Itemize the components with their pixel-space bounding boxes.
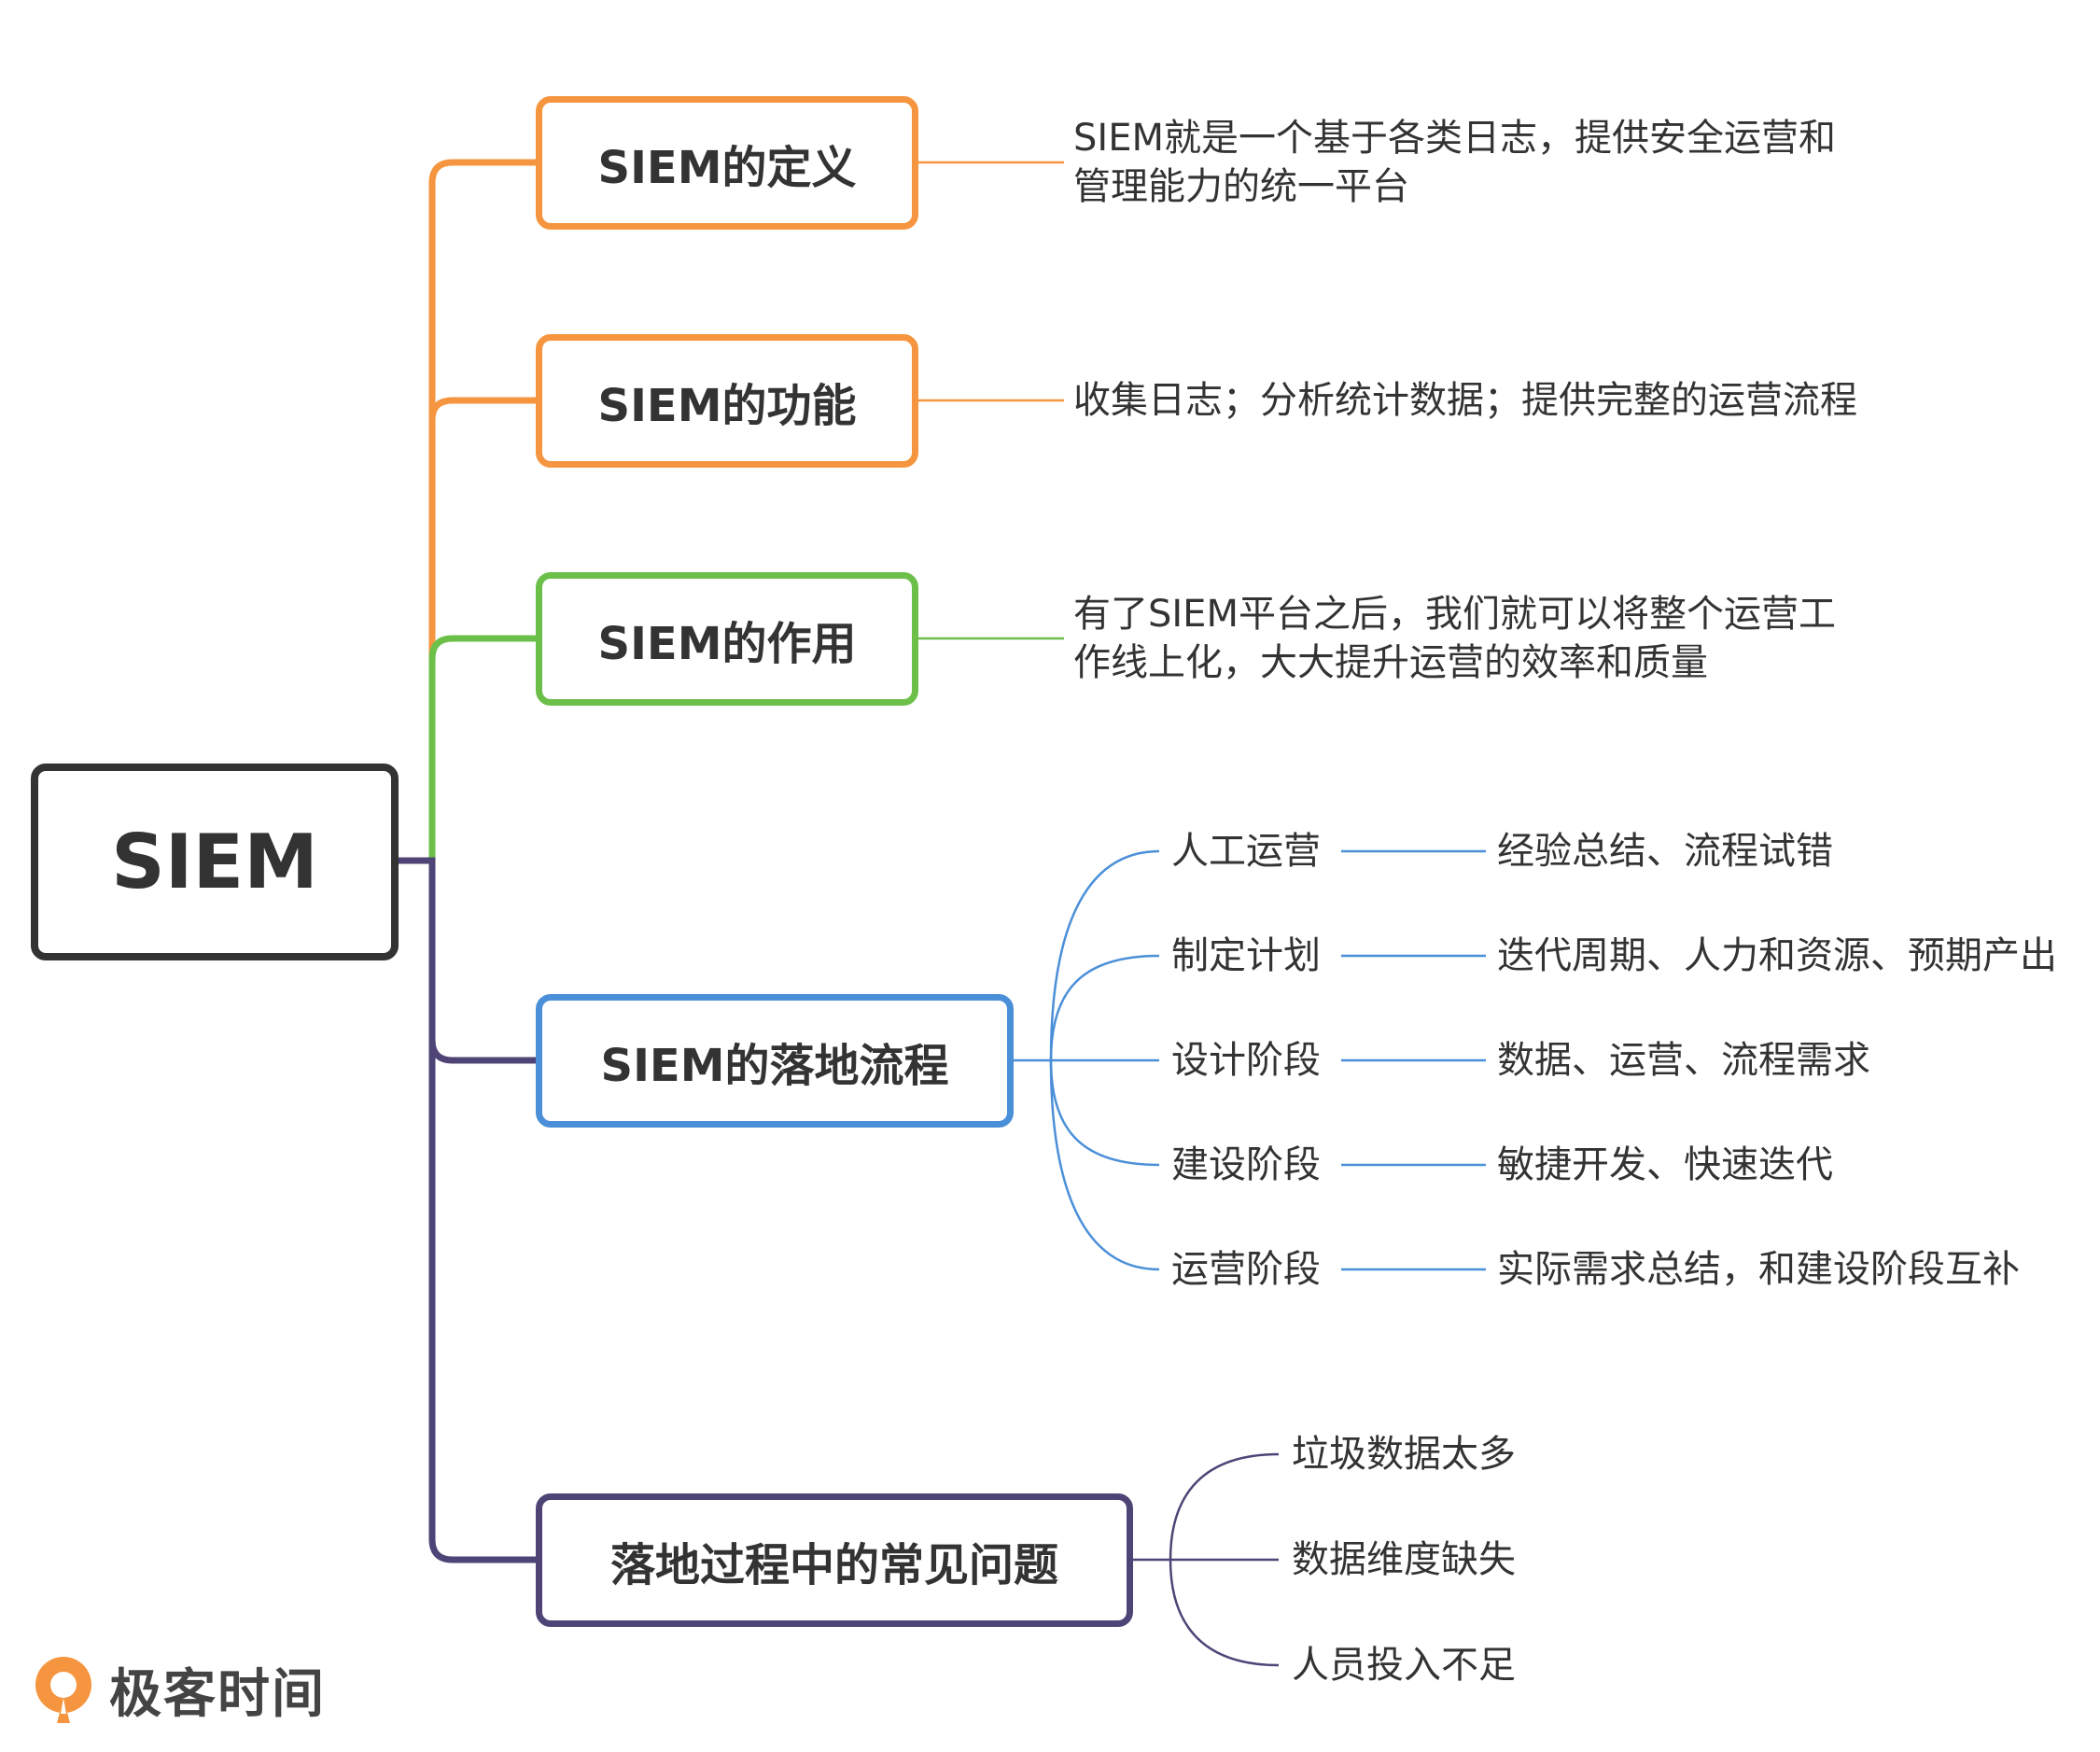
root-label: SIEM: [111, 819, 318, 905]
problem-item-2[interactable]: 数据维度缺失: [1292, 1538, 1516, 1581]
root-node[interactable]: SIEM: [31, 764, 399, 960]
flow-step-3-detail: 数据、运营、流程需求: [1497, 1039, 1870, 1082]
branch-flow[interactable]: SIEM的落地流程: [536, 994, 1014, 1128]
role-text-line-1: 有了SIEM平台之后，我们就可以将整个运营工: [1073, 593, 1836, 636]
branch-problems-label: 落地过程中的常见问题: [609, 1538, 1058, 1591]
flow-step-4-detail: 敏捷开发、快速迭代: [1497, 1143, 1833, 1186]
brand-logo-text: 极客时间: [109, 1663, 326, 1725]
flow-step-2-detail: 迭代周期、人力和资源、预期产出: [1497, 934, 2057, 977]
brand-logo: 极客时间: [31, 1652, 326, 1727]
flow-step-5-detail: 实际需求总结，和建设阶段互补: [1497, 1248, 2020, 1291]
link-problem-3: [1169, 1559, 1280, 1667]
function-text: 收集日志；分析统计数据；提供完整的运营流程: [1073, 379, 1857, 422]
problem-item-1[interactable]: 垃圾数据太多: [1292, 1433, 1516, 1476]
link-problem-1: [1169, 1452, 1280, 1561]
definition-text-line-2: 管理能力的统一平台: [1073, 165, 1409, 208]
definition-text: SIEM就是一个基于各类日志，提供安全运营和 管理能力的统一平台: [1073, 114, 1836, 211]
flow-step-2[interactable]: 制定计划: [1171, 934, 1321, 977]
branch-role[interactable]: SIEM的作用: [536, 572, 918, 706]
branch-function[interactable]: SIEM的功能: [536, 334, 918, 468]
link-root-flow: [399, 857, 536, 1064]
branch-definition[interactable]: SIEM的定义: [536, 96, 918, 230]
definition-text-line-1: SIEM就是一个基于各类日志，提供安全运营和: [1073, 117, 1836, 160]
link-flow-step-1: [1049, 849, 1160, 1061]
flow-step-5[interactable]: 运营阶段: [1171, 1248, 1321, 1291]
branch-role-label: SIEM的作用: [597, 617, 857, 670]
branch-problems[interactable]: 落地过程中的常见问题: [536, 1493, 1133, 1627]
role-text-line-2: 作线上化，大大提升运营的效率和质量: [1073, 641, 1708, 684]
flow-step-4[interactable]: 建设阶段: [1171, 1143, 1321, 1186]
branch-function-label: SIEM的功能: [597, 379, 857, 432]
flow-step-3[interactable]: 设计阶段: [1171, 1039, 1321, 1082]
link-root-function: [428, 397, 536, 421]
role-text: 有了SIEM平台之后，我们就可以将整个运营工 作线上化，大大提升运营的效率和质量: [1073, 590, 1836, 687]
link-flow-step-5: [1049, 1059, 1160, 1271]
geektime-logo-icon: [35, 1657, 91, 1723]
link-flow-step-2: [1049, 954, 1160, 1061]
branch-flow-label: SIEM的落地流程: [600, 1039, 949, 1092]
flow-step-1[interactable]: 人工运营: [1171, 830, 1321, 873]
link-root-definition: [399, 159, 536, 864]
link-root-role: [428, 635, 536, 861]
link-root-problems: [428, 1040, 536, 1563]
problem-item-3[interactable]: 人员投入不足: [1292, 1644, 1516, 1687]
branch-definition-label: SIEM的定义: [597, 141, 857, 194]
flow-step-1-detail: 经验总结、流程试错: [1497, 830, 1833, 873]
link-flow-step-4: [1049, 1059, 1160, 1167]
